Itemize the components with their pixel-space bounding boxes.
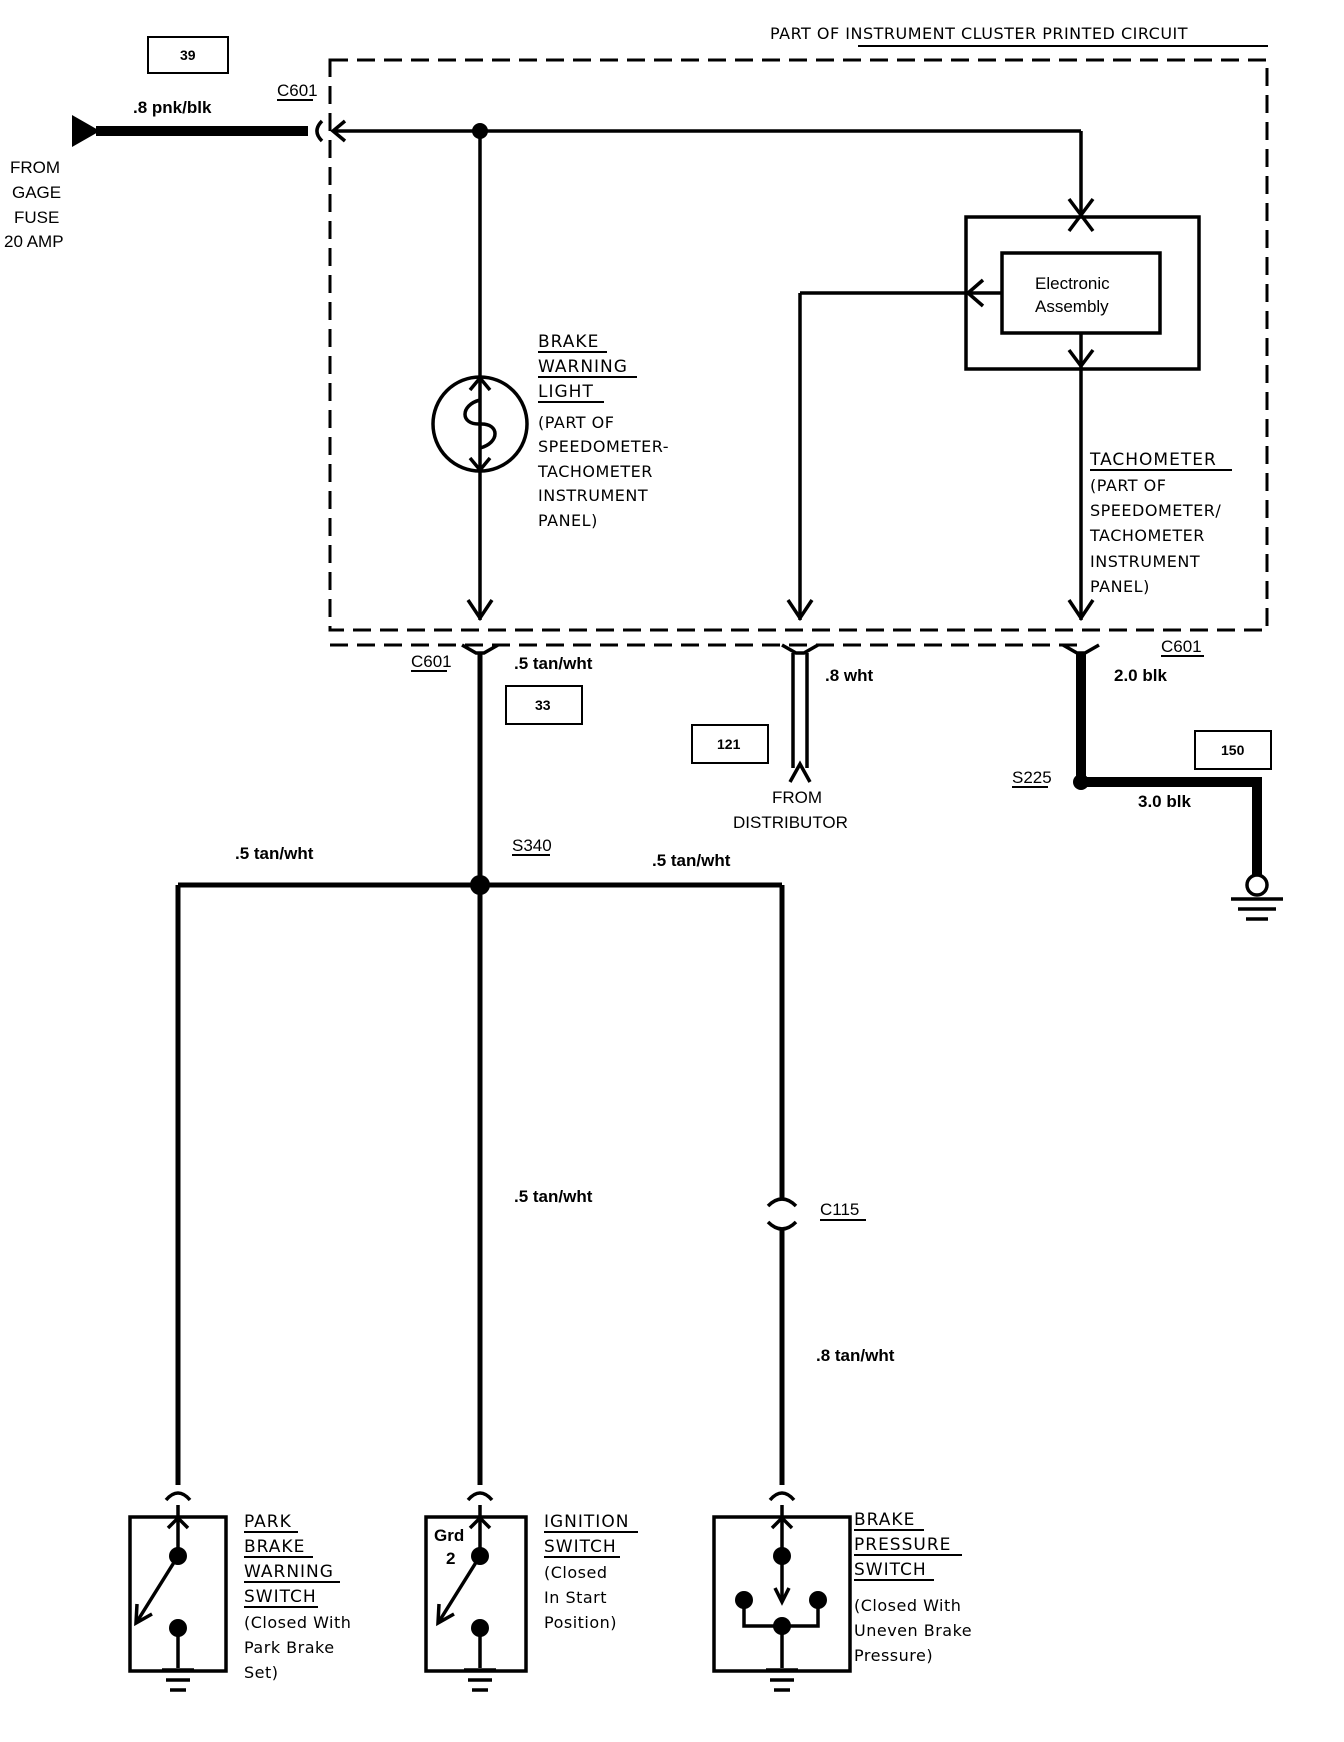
s225-label: S225 [1012,768,1052,787]
tachometer-note-1: (PART OF [1090,476,1166,495]
circuit-box-150 [1194,730,1272,770]
s225-splice [1073,774,1089,790]
tan8-label: .8 tan/wht [816,1346,895,1365]
s340-label: S340 [512,836,552,855]
park-switch-connector [164,1491,192,1502]
tan-wht-label-top: .5 tan/wht [514,654,593,673]
brake-light-note-3: TACHOMETER [537,462,653,481]
svg-text:39: 39 [180,47,196,63]
c601-top-label: C601 [277,81,318,100]
electronic-label-2: Assembly [1035,297,1109,316]
c601-right-label: C601 [1161,637,1202,656]
ignition-switch-title-2: SWITCH [544,1537,617,1557]
distributor-label-2: DISTRIBUTOR [733,813,848,832]
brake-light-note-4: INSTRUMENT [538,486,648,505]
ground-symbol [1245,873,1269,897]
electronic-label-1: Electronic [1035,274,1110,293]
electronic-assembly [1000,251,1162,335]
park-switch-note-1: (Closed With [244,1613,351,1632]
cluster-title: PART OF INSTRUMENT CLUSTER PRINTED CIRCU… [770,24,1188,43]
tachometer-note-4: INSTRUMENT [1090,552,1200,571]
park-switch-note-2: Park Brake [244,1638,335,1657]
tan-wht-left-label: .5 tan/wht [235,844,314,863]
pressure-switch-title-3: SWITCH [854,1560,927,1580]
ignition-switch-note-3: Position) [544,1613,617,1632]
svg-text:121: 121 [717,736,741,752]
tachometer-title: TACHOMETER [1089,450,1217,470]
fuse-label-4: 20 AMP [4,232,64,251]
tachometer-note-3: TACHOMETER [1089,526,1205,545]
tan-wht-mid-label: .5 tan/wht [514,1187,593,1206]
pressure-switch-note-3: Pressure) [854,1646,933,1665]
c601-top-connector [315,119,324,143]
tachometer-note-2: SPEEDOMETER/ [1090,501,1221,520]
fuse-label-2: GAGE [12,183,61,202]
brake-light-title-2: WARNING [538,357,628,377]
brake-light-title-3: LIGHT [538,382,594,402]
fuse-label-1: FROM [10,158,60,177]
blk2-label: 2.0 blk [1114,666,1167,685]
park-switch-title-2: BRAKE [244,1537,305,1557]
brake-light-note-1: (PART OF [538,413,614,432]
svg-text:33: 33 [535,697,551,713]
blk3-label: 3.0 blk [1138,792,1191,811]
circuit-box-33 [505,685,583,725]
ignition-switch-title-1: IGNITION [544,1512,629,1532]
c115-connector [766,1197,798,1208]
circuit-box-39 [147,36,229,74]
tan-wht-right-label: .5 tan/wht [652,851,731,870]
ignition-grd-label: Grd [434,1526,464,1545]
c601-mid-connector [781,643,819,655]
instrument-cluster-boundary [328,58,1269,632]
tachometer-note-5: PANEL) [1090,577,1150,596]
ignition-switch-note-1: (Closed [544,1563,607,1582]
ground-wire [1076,653,1262,875]
s340-splice [470,875,490,895]
park-switch-title-1: PARK [244,1512,292,1532]
park-switch-note-3: Set) [244,1663,279,1682]
c601-right-connector [1062,643,1100,655]
white-wire-label: .8 wht [825,666,874,685]
brake-light-note-2: SPEEDOMETER- [538,437,669,456]
feed-wire-label: .8 pnk/blk [133,98,212,117]
pressure-switch-title-2: PRESSURE [854,1535,951,1555]
circuit-box-121 [691,724,769,764]
pressure-switch-title-1: BRAKE [854,1510,915,1530]
svg-text:150: 150 [1221,742,1245,758]
park-switch-title-3: WARNING [244,1562,334,1582]
brake-light-note-5: PANEL) [538,511,598,530]
pressure-switch-note-1: (Closed With [854,1596,961,1615]
ignition-switch-note-2: In Start [544,1588,607,1607]
c115-label: C115 [820,1200,859,1219]
pressure-switch-note-2: Uneven Brake [854,1621,972,1640]
brake-light-title-1: BRAKE [538,332,599,352]
pressure-switch-connector [768,1491,796,1502]
fuse-feed-arrow [72,115,100,147]
c601-left-label: C601 [411,652,452,671]
ignition-grd-number: 2 [446,1549,455,1568]
ignition-switch-connector [466,1491,494,1502]
park-switch-title-4: SWITCH [244,1587,317,1607]
fuse-label-3: FUSE [14,208,59,227]
distributor-label-1: FROM [772,788,822,807]
